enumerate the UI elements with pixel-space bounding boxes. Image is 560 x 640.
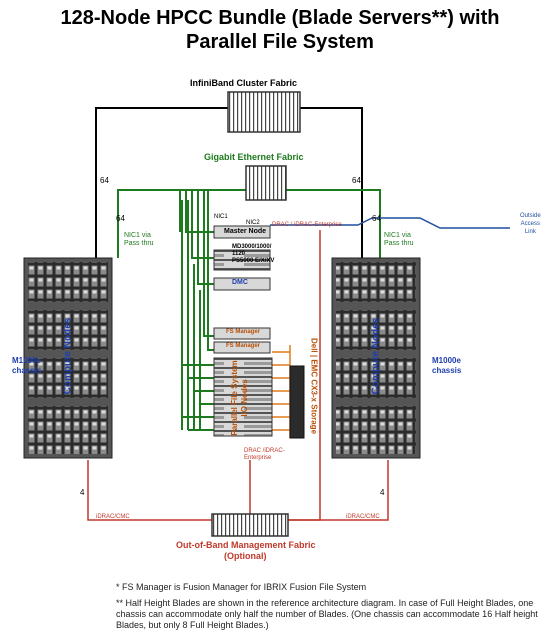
management-links (87, 230, 389, 521)
idrac-cmc-left-label: iDRAC/CMC (96, 514, 130, 520)
oob-count-right: 4 (380, 488, 385, 497)
nic2-label: NIC2 (246, 220, 260, 226)
fs-manager-box-2 (213, 341, 271, 354)
left-chassis (23, 257, 113, 459)
nic1-pass-right-label: NIC1 via Pass thru (384, 232, 414, 247)
ge-drop-3 (191, 190, 214, 259)
ge-link-right (286, 189, 381, 258)
dmc-label: DMC (232, 279, 248, 286)
storage-md-label: MD3000/1000/ 1120 PS5000 E/X/XV (232, 244, 275, 264)
oob-switch (211, 513, 289, 537)
storage-md-box (213, 249, 271, 271)
dmc-box (213, 277, 271, 291)
gigabit-label: Gigabit Ethernet Fabric (204, 152, 304, 162)
drac-bottom-label: DRAC /iDRAC- Enterprise (244, 448, 285, 461)
mgmt-left (87, 460, 212, 521)
ib-count-left: 64 (100, 176, 109, 185)
ib-count-right: 64 (352, 176, 361, 185)
gigabit-switch (245, 165, 287, 201)
mgmt-right (288, 460, 389, 521)
oob-count-left: 4 (80, 488, 85, 497)
cx3-storage-label: Dell | EMC CX3-x Storage (309, 337, 319, 435)
oob-optional-label: (Optional) (224, 551, 267, 561)
footnote-fs-manager: * FS Manager is Fusion Manager for IBRIX… (116, 582, 367, 592)
footnote-blades: ** Half Height Blades are shown in the r… (116, 598, 538, 630)
compute-nodes-right-label: Compute Nodes (370, 317, 382, 395)
infiniband-switch (227, 91, 301, 133)
nic1-label: NIC1 (214, 214, 228, 220)
chassis-right-label: M1000e chassis (432, 356, 462, 375)
page-title-line-1: 128-Node HPCC Bundle (Blade Servers**) w… (60, 7, 500, 29)
io-nodes-rack (213, 357, 273, 437)
ib-link-left (95, 107, 228, 258)
master-node-label: Master Node (224, 228, 267, 235)
fs-manager-box-1 (213, 327, 271, 340)
ge-drop-5 (203, 190, 214, 337)
oob-label: Out-of-Band Management Fabric (176, 540, 316, 550)
infiniband-label: InfiniBand Cluster Fabric (190, 78, 298, 88)
right-chassis (331, 257, 421, 459)
storage-links (272, 345, 291, 438)
mgmt-drac (288, 230, 321, 521)
fs-manager-label-1: FS Manager (226, 329, 261, 335)
ib-link-right (300, 107, 363, 258)
ge-count-left: 64 (116, 214, 125, 223)
page-title-line-2: Parallel File System (186, 31, 374, 53)
cx3-storage-unit (289, 365, 305, 439)
ge-drop-6 (207, 190, 214, 351)
ge-drop-2 (185, 190, 214, 233)
outside-access-label: Outside Access Link (520, 213, 541, 235)
fs-manager-label-2: FS Manager (226, 343, 261, 349)
ge-count-right: 64 (372, 214, 381, 223)
nic1-pass-left-label: NIC1 via Pass thru (124, 232, 154, 247)
ge-drop-4 (197, 190, 214, 285)
idrac-cmc-right-label: iDRAC/CMC (346, 514, 380, 520)
outside-link (270, 217, 510, 229)
ethernet-links (117, 189, 381, 431)
compute-nodes-left-label: Compute Nodes (62, 317, 74, 395)
chassis-left-label: M1000e chassis (12, 356, 42, 375)
drac-top-label: DRAC / iDRAC-Enterprise (272, 222, 342, 228)
master-node-box (213, 225, 271, 239)
infiniband-links (95, 107, 363, 258)
parallel-fs-label: Parallel File System I/O Nodes (230, 360, 249, 436)
